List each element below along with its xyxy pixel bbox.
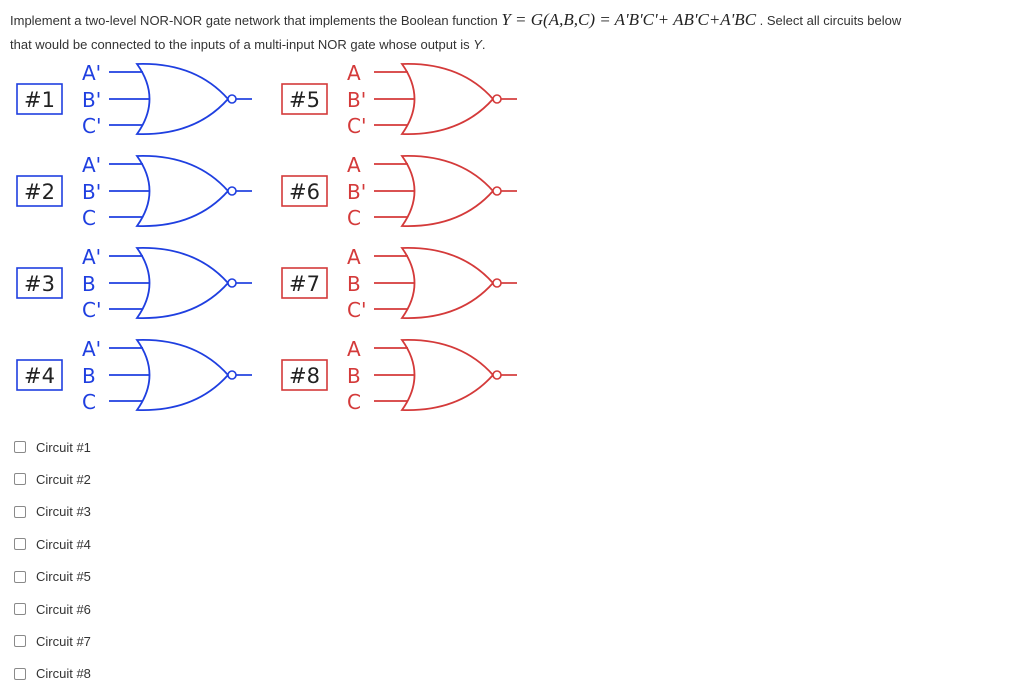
input-label: A [347, 245, 361, 269]
input-label: A' [82, 61, 101, 85]
nor-gate-body [135, 339, 230, 411]
input-label: B [347, 272, 361, 296]
circuit-3: #3 A' BC' [16, 245, 252, 322]
circuit-1: #1 A' B'C' [16, 61, 252, 138]
option-circuit-4[interactable]: Circuit #4 [14, 534, 91, 554]
circuit-label: #5 [289, 88, 320, 112]
input-label: C [347, 206, 361, 230]
circuit-label-box [16, 83, 63, 115]
circuit-label: #8 [289, 364, 320, 388]
checkbox[interactable] [14, 505, 26, 518]
input-label: A [347, 337, 361, 361]
checkbox[interactable] [14, 603, 26, 615]
input-label: C' [347, 298, 366, 322]
input-label: C [82, 390, 96, 414]
input-label: B' [82, 180, 101, 204]
circuit-label: #7 [289, 272, 320, 296]
nor-gate-body [400, 155, 495, 227]
option-label: Circuit #2 [36, 471, 91, 487]
input-label: A [347, 153, 361, 177]
circuit-label-box [281, 359, 328, 391]
circuit-4: #4 A' BC [16, 337, 252, 414]
option-label: Circuit #6 [36, 601, 91, 617]
input-label: B' [82, 88, 101, 112]
option-label: Circuit #8 [36, 666, 91, 682]
option-label: Circuit #3 [36, 504, 91, 520]
inversion-bubble [492, 186, 502, 196]
inversion-bubble [492, 370, 502, 380]
inversion-bubble [227, 370, 237, 380]
input-label: A' [82, 337, 101, 361]
input-label: B [82, 272, 96, 296]
circuit-label-box [281, 267, 328, 299]
circuit-label: #4 [24, 364, 55, 388]
circuit-label-box [16, 267, 63, 299]
option-label: Circuit #4 [36, 536, 91, 552]
circuit-5: #5 A B'C' [281, 61, 517, 138]
checkbox[interactable] [14, 667, 26, 680]
checkbox[interactable] [14, 441, 26, 453]
question-text: Implement a two-level NOR-NOR gate netwo… [10, 8, 1020, 57]
inversion-bubble [492, 278, 502, 288]
input-label: B [347, 364, 361, 388]
question-line1-end: . Select all circuits below [756, 13, 902, 28]
circuit-label: #2 [24, 180, 55, 204]
input-label: C' [82, 114, 101, 138]
circuit-label-box [16, 175, 63, 207]
question-line1: Implement a two-level NOR-NOR gate netwo… [10, 13, 502, 28]
nor-gate-body [400, 247, 495, 319]
nor-gate-body [135, 247, 230, 319]
inversion-bubble [227, 94, 237, 104]
nor-gate-body [135, 155, 230, 227]
option-label: Circuit #5 [36, 569, 91, 585]
circuit-label-box [281, 175, 328, 207]
option-circuit-5[interactable]: Circuit #5 [14, 567, 91, 587]
checkbox[interactable] [14, 570, 26, 583]
inversion-bubble [227, 278, 237, 288]
option-circuit-2[interactable]: Circuit #2 [14, 469, 91, 489]
circuit-label: #3 [24, 272, 55, 296]
input-label: A' [82, 153, 101, 177]
circuit-label: #6 [289, 180, 320, 204]
output-variable: Y [473, 37, 482, 52]
input-label: C' [82, 298, 101, 322]
circuit-8: #8 ABC [281, 337, 517, 414]
circuit-label-box [16, 359, 63, 391]
input-label: B' [347, 88, 366, 112]
input-label: A' [82, 245, 101, 269]
input-label: A [347, 61, 361, 85]
option-circuit-8[interactable]: Circuit #8 [14, 664, 91, 684]
checkbox[interactable] [14, 635, 26, 648]
inversion-bubble [227, 186, 237, 196]
input-label: C' [347, 114, 366, 138]
circuit-7: #7 ABC' [281, 245, 517, 322]
option-circuit-7[interactable]: Circuit #7 [14, 631, 91, 651]
inversion-bubble [492, 94, 502, 104]
checkbox[interactable] [14, 538, 26, 551]
option-circuit-1[interactable]: Circuit #1 [14, 437, 91, 457]
input-label: B [82, 364, 96, 388]
option-label: Circuit #1 [36, 439, 91, 455]
option-circuit-3[interactable]: Circuit #3 [14, 502, 91, 522]
boolean-equation: Y = G(A,B,C) = A'B'C'+ AB'C+A'BC [501, 10, 757, 29]
question-line2: that would be connected to the inputs of… [10, 37, 474, 52]
circuit-2: #2 A' B'C [16, 153, 252, 230]
input-label: B' [347, 180, 366, 204]
circuit-6: #6 A B'C [281, 153, 517, 230]
nor-gate-body [400, 63, 495, 135]
option-circuit-6[interactable]: Circuit #6 [14, 599, 91, 619]
checkbox[interactable] [14, 473, 26, 486]
input-label: C [82, 206, 96, 230]
circuit-label-box [281, 83, 328, 115]
nor-gate-body [135, 63, 230, 135]
circuit-label: #1 [24, 88, 55, 112]
nor-gate-body [400, 339, 495, 411]
input-label: C [347, 390, 361, 414]
option-label: Circuit #7 [36, 633, 91, 649]
question-line2-end: . [481, 37, 486, 52]
